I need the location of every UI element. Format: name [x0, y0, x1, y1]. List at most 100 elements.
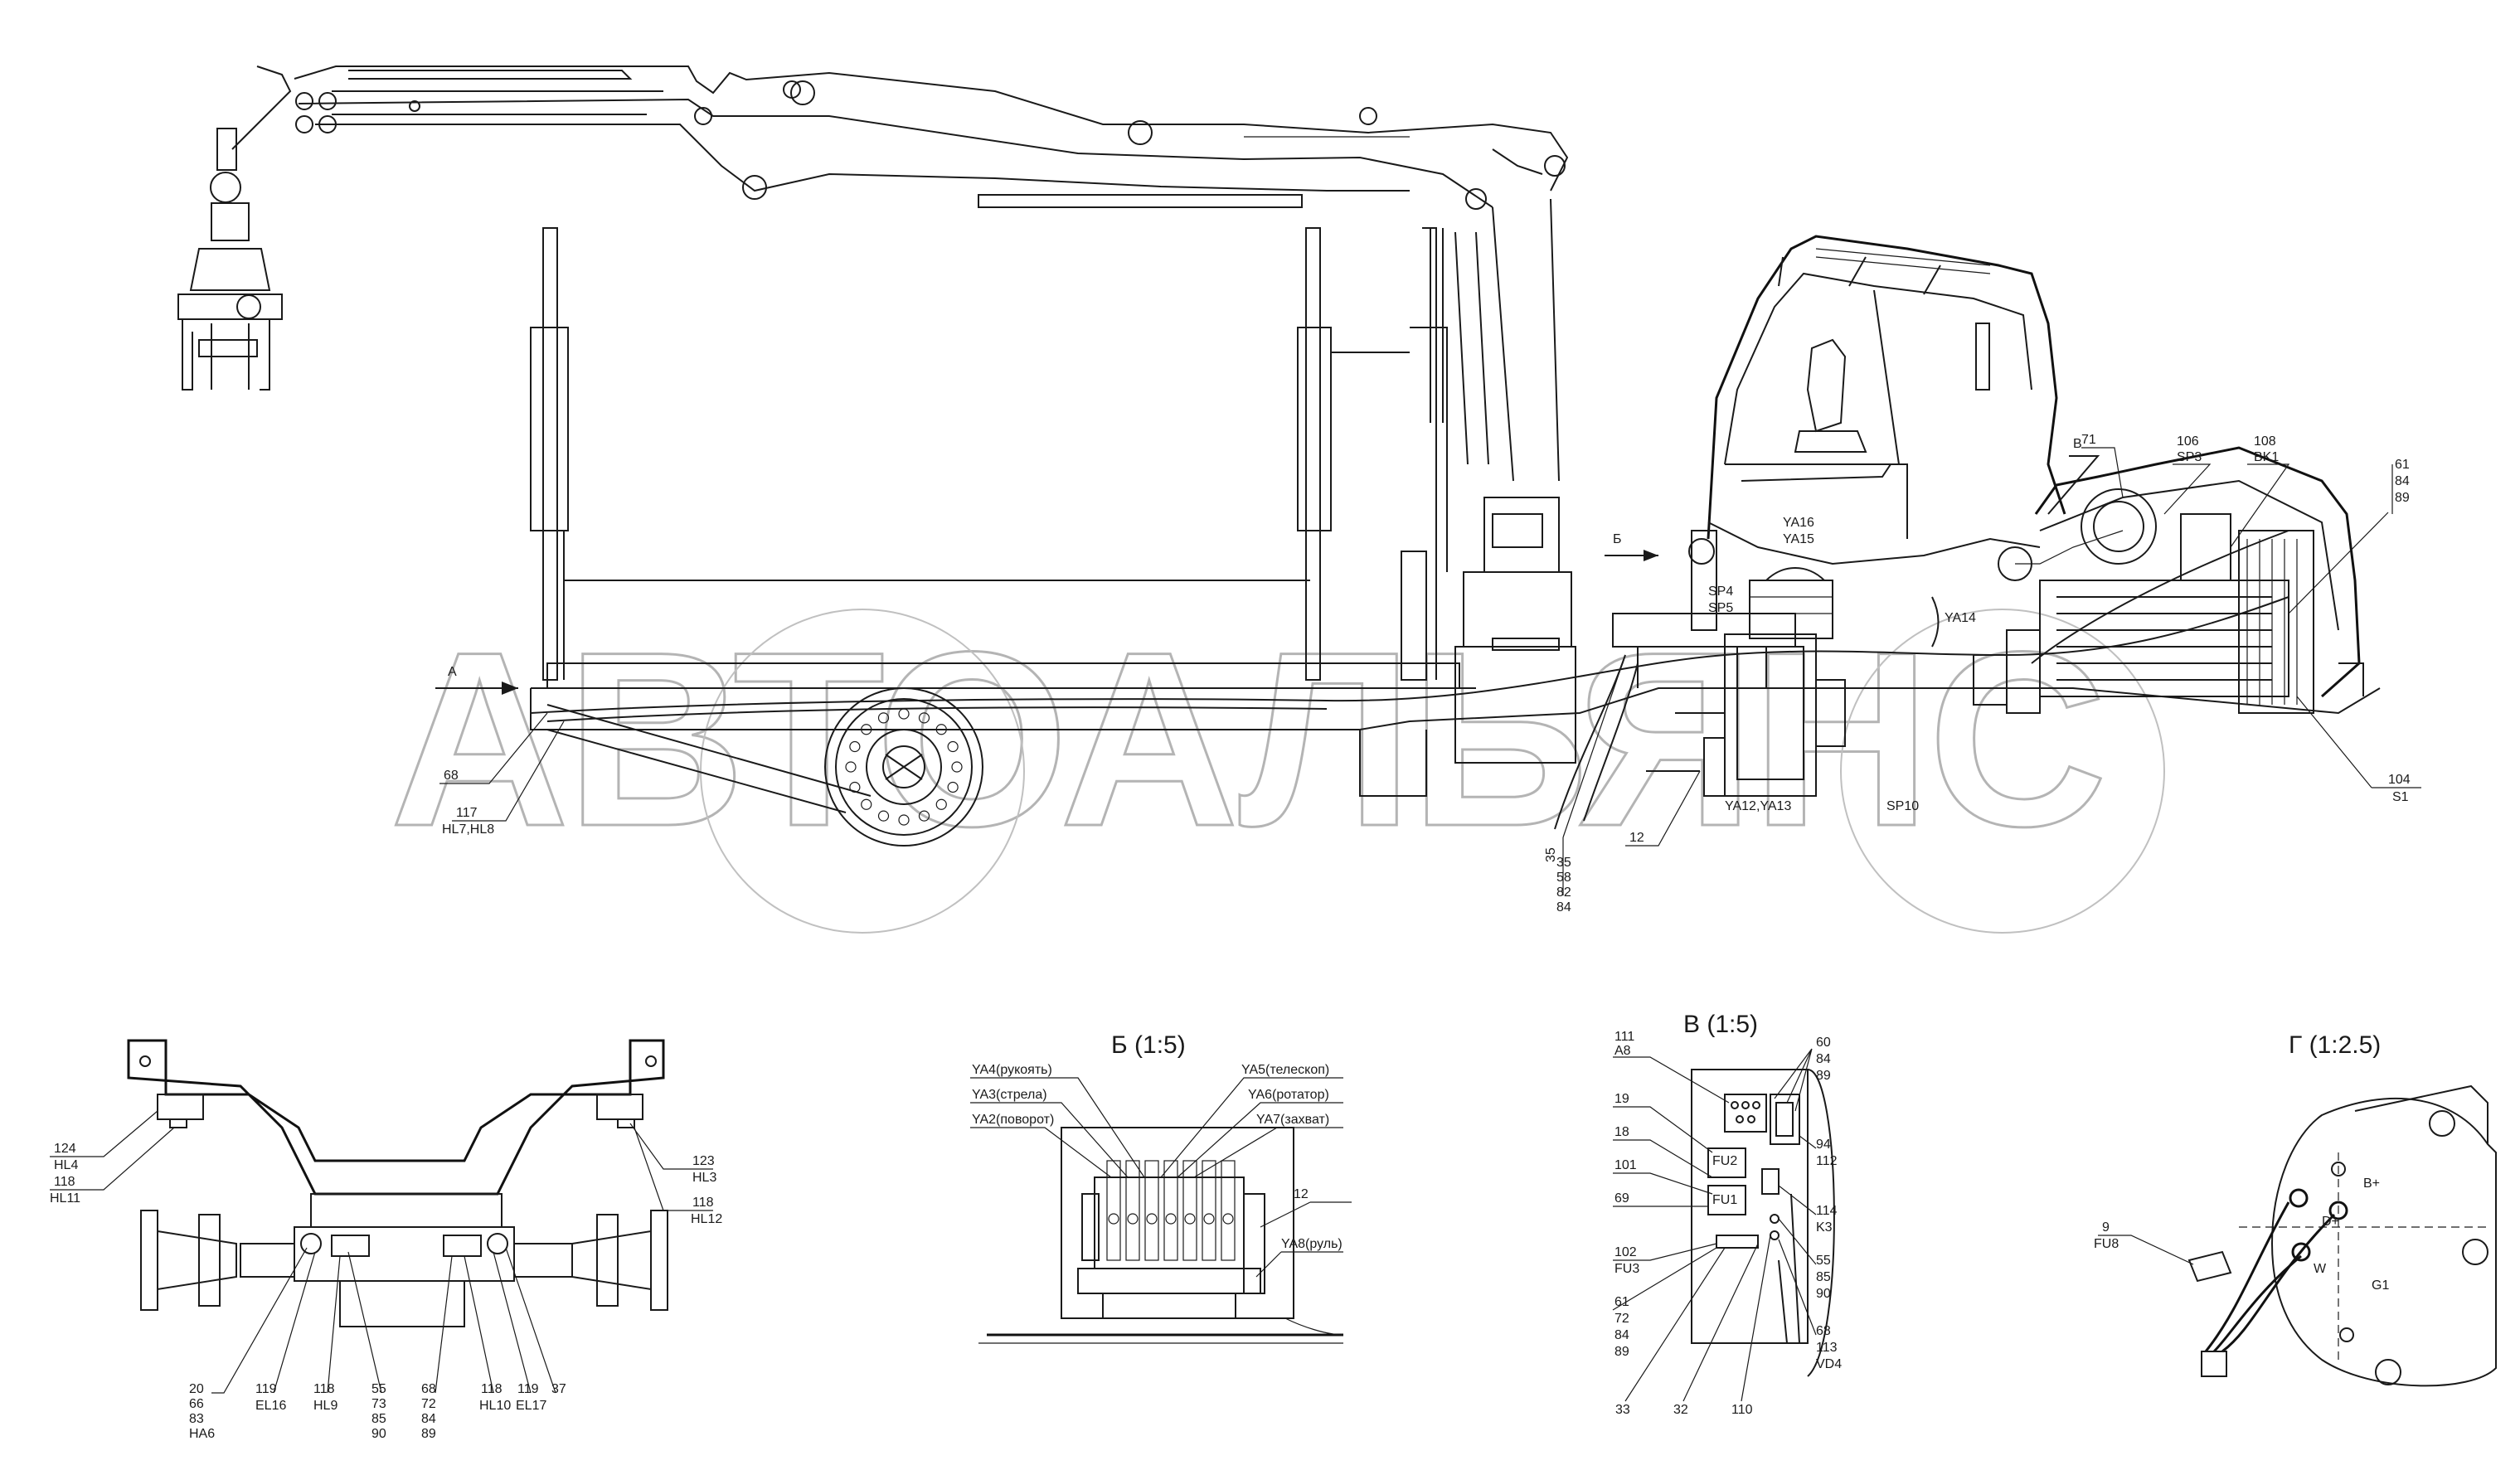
callout-12: 12 [1629, 831, 1644, 845]
rear-axle-hub [824, 687, 983, 847]
axle-callout-20: 20 [189, 1382, 204, 1396]
view-b-arrowhead [1644, 550, 1658, 561]
axle-callout-hl4: HL4 [54, 1158, 78, 1172]
main-view-callouts: 68 117 HL7,HL8 35 35 58 82 84 12 YA16 YA… [439, 433, 2421, 915]
callout-s1: S1 [2392, 790, 2409, 804]
detail-v-84a: 84 [1816, 1052, 1831, 1066]
machine-side-view: А Б В 68 117 HL7,HL8 35 35 58 82 84 12 Y… [177, 65, 2421, 915]
detail-b-ya3: YA3(стрела) [972, 1088, 1047, 1102]
detail-v-69: 69 [1614, 1191, 1629, 1206]
detail-v-72: 72 [1614, 1312, 1629, 1326]
detail-v-68: 68 [1816, 1324, 1831, 1338]
hub-bolt [861, 798, 872, 810]
axle-callout-55: 55 [371, 1382, 386, 1396]
label-ya12: YA12,YA13 [1725, 799, 1791, 813]
hub-bolt [947, 781, 959, 793]
hub-bolt [935, 724, 947, 735]
valve-section [1182, 1160, 1197, 1261]
valve-section [1221, 1160, 1236, 1261]
valve-solenoid [1222, 1213, 1234, 1225]
callout-58: 58 [1556, 871, 1571, 885]
detail-g-9: 9 [2102, 1220, 2110, 1235]
valve-solenoid [1127, 1213, 1139, 1225]
axle-callout-hl3: HL3 [692, 1171, 716, 1185]
axle-callout-118b: 118 [692, 1196, 714, 1210]
valve-solenoid [1165, 1213, 1177, 1225]
callout-35: 35 [1544, 847, 1558, 862]
label-ya15: YA15 [1783, 532, 1814, 546]
hub-bolt [947, 740, 959, 753]
watermark-wheel-circles [700, 609, 2165, 934]
axle-callout-68: 68 [421, 1382, 436, 1396]
callout-82: 82 [1556, 885, 1571, 900]
valve-solenoid [1108, 1213, 1119, 1225]
axle-callout-hl9: HL9 [313, 1399, 337, 1413]
callout-84b: 84 [2395, 474, 2410, 488]
callout-35h: 35 [1556, 856, 1571, 870]
callout-106: 106 [2177, 434, 2199, 449]
callout-117-sub: HL7,HL8 [442, 822, 494, 837]
hub-bolt [845, 761, 857, 773]
axle-callout-ha6: HA6 [189, 1427, 215, 1441]
axle-callout-85: 85 [371, 1412, 386, 1426]
detail-v-fu2: FU2 [1712, 1154, 1737, 1168]
detail-v-84b: 84 [1614, 1328, 1629, 1342]
detail-b-ya5: YA5(телескоп) [1241, 1063, 1329, 1077]
callout-104: 104 [2388, 773, 2411, 787]
detail-g-dplus: D+ [2322, 1215, 2339, 1229]
callout-108: 108 [2254, 434, 2276, 449]
detail-b-ya6: YA6(ротатор) [1248, 1088, 1329, 1102]
label-sp10: SP10 [1886, 799, 1919, 813]
axle-callout-66: 66 [189, 1397, 204, 1411]
axle-callout-83: 83 [189, 1412, 204, 1426]
label-ya16: YA16 [1783, 516, 1814, 530]
detail-v-fu3: FU3 [1614, 1262, 1639, 1276]
detail-g-w: W [2314, 1262, 2327, 1276]
view-v-letter: В [2073, 437, 2082, 451]
hub-bolt [918, 810, 930, 822]
hub-bolt [951, 761, 963, 773]
cab [1688, 235, 2066, 631]
detail-v-55: 55 [1816, 1254, 1831, 1268]
hub-bolt [849, 781, 861, 793]
callout-84: 84 [1556, 900, 1571, 915]
detail-b-title: Б (1:5) [1111, 1031, 1186, 1059]
hub-bolt [898, 814, 910, 826]
detail-v-111: 111 [1614, 1030, 1634, 1044]
callout-68: 68 [444, 769, 459, 783]
axle-callout-118a: 118 [54, 1175, 75, 1189]
detail-b-ya8: YA8(руль) [1281, 1237, 1343, 1251]
detail-v-94: 94 [1816, 1138, 1831, 1152]
detail-v-title: В (1:5) [1683, 1011, 1758, 1038]
axle-callout-hl11: HL11 [50, 1191, 80, 1206]
detail-v-vd4: VD4 [1816, 1357, 1842, 1371]
detail-g-fu8: FU8 [2094, 1237, 2119, 1251]
detail-b-ya2: YA2(поворот) [972, 1113, 1054, 1127]
hub-bolt [918, 712, 930, 724]
callout-89: 89 [2395, 491, 2410, 505]
detail-v-60: 60 [1816, 1036, 1831, 1050]
detail-b-ya4: YA4(рукоять) [972, 1063, 1052, 1077]
axle-callout-124: 124 [54, 1142, 76, 1156]
label-sp4: SP4 [1708, 585, 1733, 599]
detail-v-18: 18 [1614, 1125, 1629, 1139]
axle-callout-el16: EL16 [255, 1399, 286, 1413]
detail-v-a8: A8 [1614, 1044, 1631, 1058]
view-v-leader [2047, 455, 2100, 515]
axle-callout-89: 89 [421, 1427, 436, 1441]
transmission [1646, 580, 1846, 797]
chassis-frame [530, 613, 2381, 813]
detail-v-85: 85 [1816, 1270, 1831, 1284]
detail-g-g1: G1 [2372, 1278, 2389, 1293]
crane-column [1401, 198, 1576, 764]
detail-g-title: Г (1:2.5) [2289, 1031, 2381, 1059]
axle-callout-hl10: HL10 [479, 1399, 511, 1413]
detail-b-valve-block: Б (1:5) YA4(рукоять) YA3(стрела) YA2(пов… [970, 1031, 1352, 1344]
detail-b-ya7: YA7(захват) [1256, 1113, 1329, 1127]
view-a-letter: А [448, 665, 457, 679]
detail-v-101: 101 [1614, 1158, 1637, 1172]
detail-v-89b: 89 [1614, 1345, 1629, 1359]
detail-v-90: 90 [1816, 1287, 1831, 1301]
hub-bolt [849, 740, 861, 753]
